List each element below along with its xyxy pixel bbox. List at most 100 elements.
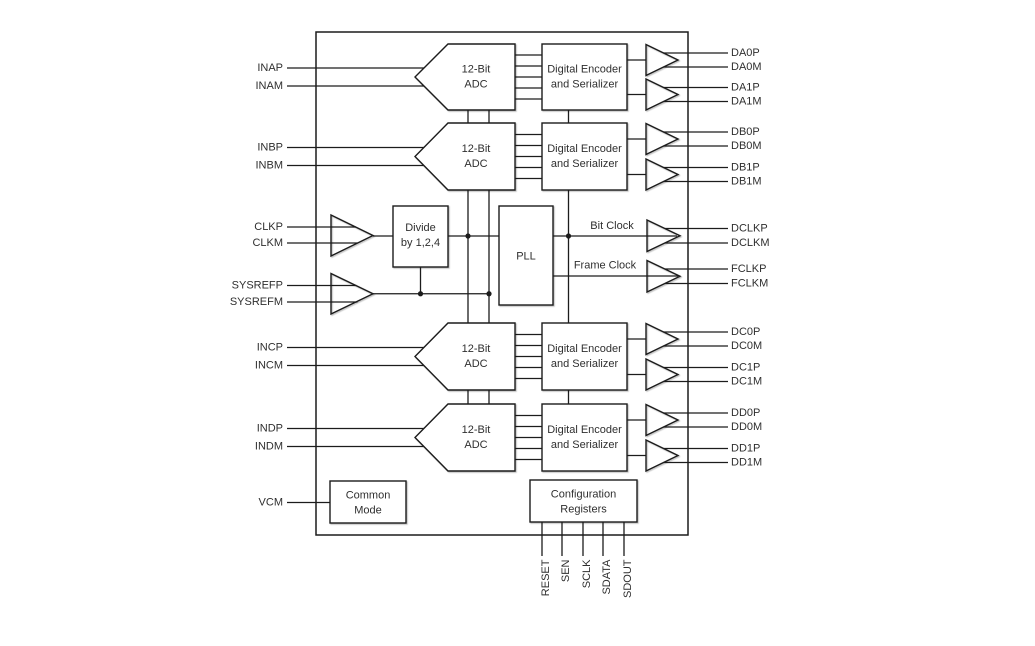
left-pin-label: INDM (255, 441, 283, 453)
fclk-output-wires (665, 268, 728, 285)
serializer-d-buffer-stubs (627, 419, 646, 457)
clk-buffer-icon (330, 213, 375, 258)
left-pin-label: CLKM (252, 237, 283, 249)
config-label-line1: Configuration (551, 489, 616, 501)
channel-b-output-wires (663, 131, 728, 183)
serializer-b-buffer-stubs (627, 138, 646, 176)
adc-b-label-line2: ADC (464, 158, 487, 170)
clock-sysref-buses (467, 110, 570, 404)
right-pin-label: DA1M (731, 96, 762, 108)
right-pin-label: DD0P (731, 407, 760, 419)
right-pin-label: DC0P (731, 326, 760, 338)
right-pin-label: DC1P (731, 362, 760, 374)
channel-c-output-wires (663, 331, 728, 383)
serializer-c-label-line1: Digital Encoder (547, 343, 622, 355)
left-pin-label: VCM (259, 497, 283, 509)
channel-b-input-wires (287, 146, 424, 167)
right-pin-label: DC1M (731, 376, 762, 388)
serializer-a-block (541, 43, 628, 111)
divider-block (392, 205, 449, 268)
serializer-d-block (541, 403, 628, 472)
frame-clock-label: Frame Clock (574, 260, 637, 272)
serializer-a-label-line2: and Serializer (551, 79, 619, 91)
lvds-buffer-d0-icon (645, 403, 680, 437)
common-mode-label-line2: Mode (354, 505, 382, 517)
lvds-buffer-a0-icon (645, 43, 680, 77)
channel-d: 12-Bit ADC Digital Encoder and Serialize… (287, 403, 762, 473)
lvds-buffer-d1-icon (645, 438, 680, 473)
left-pin-label: INAP (257, 62, 283, 74)
left-pin-label: SYSREFP (232, 280, 283, 292)
right-pin-label: DB0M (731, 140, 762, 152)
right-pin-label: DA1P (731, 82, 760, 94)
channel-b-bus (515, 133, 542, 180)
adc-b-block (414, 122, 516, 191)
left-pin-label: INDP (257, 423, 283, 435)
channel-a-bus (515, 54, 542, 100)
adc-d-block (414, 403, 516, 472)
sysref-buffer-icon (330, 272, 375, 316)
junction-dot (486, 291, 492, 297)
channel-a-input-wires (287, 67, 424, 87)
junction-dot (465, 233, 471, 239)
channel-a: 12-Bit ADC Digital Encoder and Serialize… (287, 43, 762, 112)
left-pin-label: INBP (257, 142, 283, 154)
spi-pin-wires (541, 522, 625, 556)
right-pin-label: DD1M (731, 457, 762, 469)
bottom-pin-label: RESET (540, 559, 552, 596)
serializer-c-block (541, 322, 628, 391)
left-pin-labels: INAP INAM INBP INBM CLKP CLKM SYSREFP SY… (230, 62, 283, 509)
dclk-output-wires (665, 227, 728, 244)
adc-b-label-line1: 12-Bit (462, 143, 491, 155)
right-pin-label: DB0P (731, 126, 760, 138)
common-mode-section: Common Mode (287, 480, 407, 524)
right-pin-label: DA0P (731, 47, 760, 59)
channel-c: 12-Bit ADC Digital Encoder and Serialize… (287, 322, 762, 392)
right-pin-label: DB1M (731, 176, 762, 188)
adc-d-label-line1: 12-Bit (462, 424, 491, 436)
serializer-b-label-line2: and Serializer (551, 158, 619, 170)
left-pin-label: SYSREFM (230, 296, 283, 308)
adc-a-label-line2: ADC (464, 79, 487, 91)
common-mode-label-line1: Common (346, 490, 391, 502)
common-mode-block (329, 480, 407, 524)
config-label-line2: Registers (560, 504, 607, 516)
adc-d-label-line2: ADC (464, 439, 487, 451)
junction-dot (417, 291, 424, 297)
channel-d-output-wires (663, 412, 728, 464)
right-pin-label: FCLKM (731, 278, 768, 290)
serializer-a-buffer-stubs (627, 59, 646, 96)
bottom-pin-label: SDOUT (622, 559, 634, 598)
channel-a-output-wires (663, 52, 728, 103)
right-pin-label: DCLKM (731, 237, 770, 249)
adc-a-label-line1: 12-Bit (462, 64, 491, 76)
bottom-pin-label: SEN (560, 559, 572, 582)
channel-c-input-wires (287, 346, 424, 367)
right-pin-label: DD1P (731, 443, 760, 455)
serializer-d-label-line1: Digital Encoder (547, 424, 622, 436)
serializer-b-label-line1: Digital Encoder (547, 143, 622, 155)
left-pin-label: INCM (255, 360, 283, 372)
channel-c-bus (515, 333, 542, 380)
right-pin-label: FCLKP (731, 263, 766, 275)
right-pin-label: DC0M (731, 340, 762, 352)
junction-dot (565, 233, 572, 239)
channel-d-bus (515, 414, 542, 461)
left-pin-label: INCP (257, 342, 283, 354)
clock-path: Divide by 1,2,4 PLL Bit Clock DCLKP DCLK… (287, 205, 770, 306)
serializer-c-buffer-stubs (627, 338, 646, 376)
sysref-path (287, 267, 492, 316)
right-pin-label: DCLKP (731, 223, 768, 235)
lvds-buffer-c0-icon (645, 322, 680, 356)
serializer-a-label-line1: Digital Encoder (547, 64, 622, 76)
left-pin-label: INBM (256, 160, 284, 172)
adc-c-label-line1: 12-Bit (462, 343, 491, 355)
left-pin-label: INAM (256, 80, 284, 92)
fclk-buffer-icon (646, 259, 682, 294)
bottom-pin-label: SCLK (581, 559, 593, 588)
bottom-pin-label: SDATA (601, 559, 613, 595)
right-pin-label: DA0M (731, 61, 762, 73)
adc-c-block (414, 322, 516, 391)
sysref-input-wires (287, 284, 358, 303)
config-registers-block (529, 479, 638, 523)
